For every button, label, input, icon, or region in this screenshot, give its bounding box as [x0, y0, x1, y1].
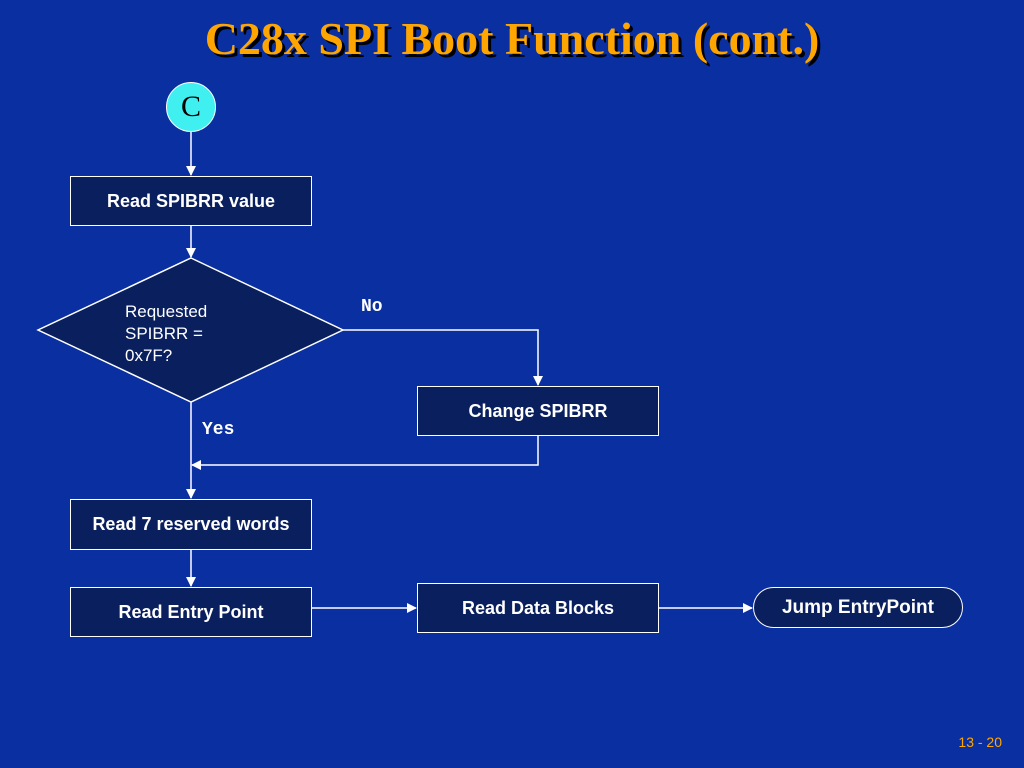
decision-text: Requested SPIBRR = 0x7F?: [125, 302, 208, 365]
page-number: 13 - 20: [958, 734, 1002, 750]
arrow-no-branch: [343, 329, 543, 386]
read-entry-box: Read Entry Point: [70, 587, 312, 637]
read-reserved-box: Read 7 reserved words: [70, 499, 312, 550]
slide-title: C28x SPI Boot Function (cont.): [204, 13, 820, 64]
read-data-box: Read Data Blocks: [417, 583, 659, 633]
connector-c: C: [166, 82, 216, 132]
yes-label: Yes: [202, 420, 235, 440]
read-spibrr-box: Read SPIBRR value: [70, 176, 312, 226]
no-label: No: [361, 297, 383, 317]
jump-entrypoint-terminal: Jump EntryPoint: [753, 587, 963, 628]
arrow-change-return: [191, 436, 539, 470]
change-spibrr-box: Change SPIBRR: [417, 386, 659, 436]
